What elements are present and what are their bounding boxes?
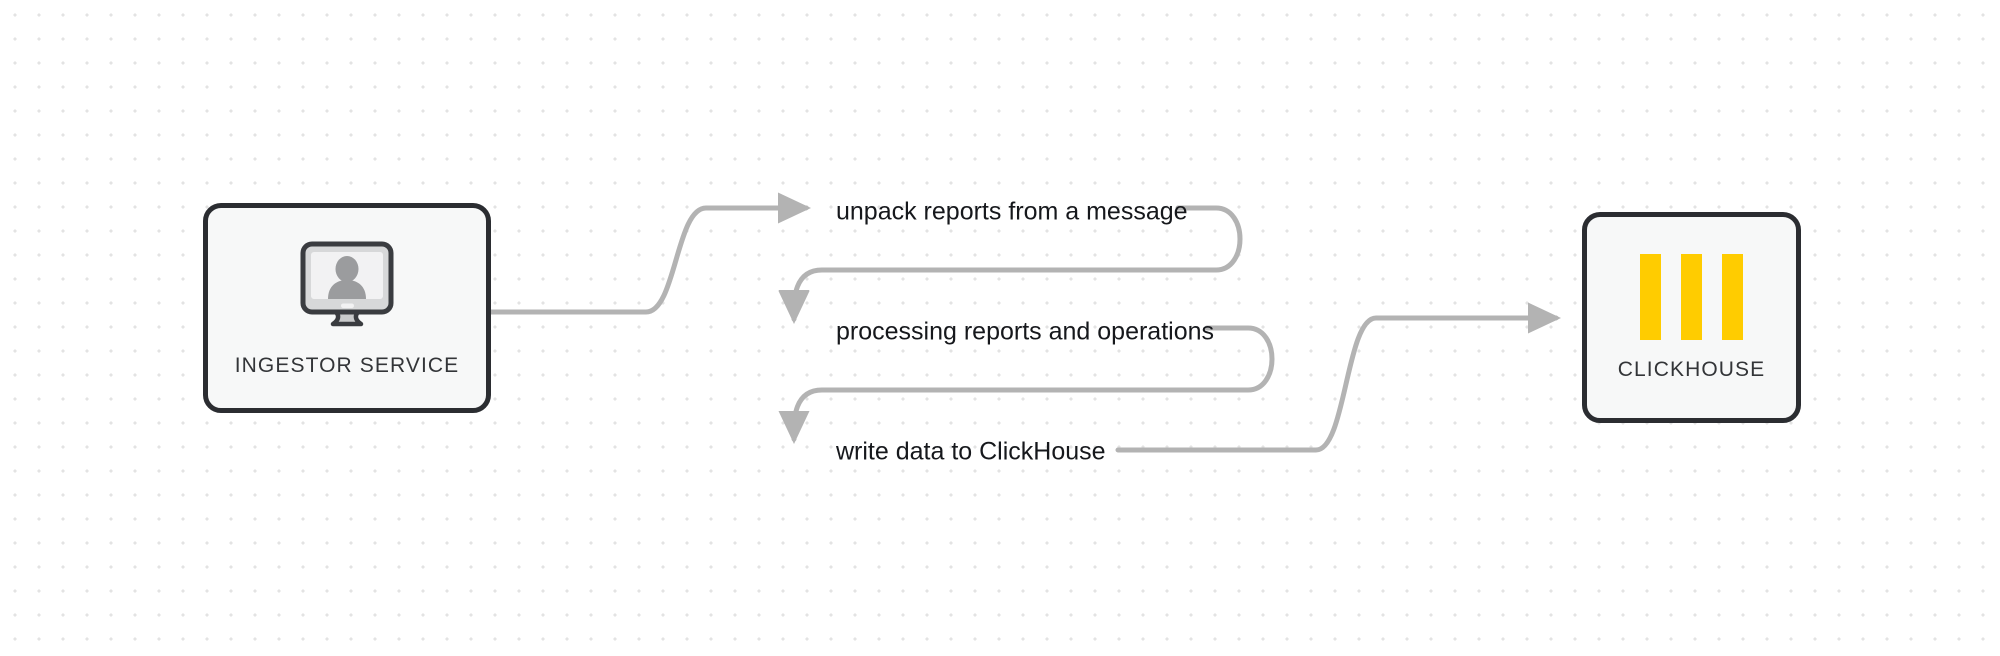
node-clickhouse[interactable]: CLICKHOUSE	[1582, 212, 1801, 423]
clickhouse-bar-2	[1681, 253, 1702, 340]
clickhouse-bar-1	[1640, 253, 1661, 340]
clickhouse-logo-icon	[1640, 253, 1743, 340]
edge-label-write-data: write data to ClickHouse	[836, 437, 1106, 466]
edge-label-processing-reports: processing reports and operations	[836, 317, 1215, 346]
edge-ingestor-to-step1	[488, 192, 812, 315]
node-ingestor-service[interactable]: INGESTOR SERVICE	[203, 203, 491, 413]
node-ingestor-service-label: INGESTOR SERVICE	[234, 353, 460, 377]
edge-label-unpack-reports: unpack reports from a message	[836, 197, 1188, 226]
monitor-user-icon	[298, 239, 396, 336]
clickhouse-bar-3	[1722, 253, 1743, 340]
node-clickhouse-label: CLICKHOUSE	[1617, 357, 1766, 381]
